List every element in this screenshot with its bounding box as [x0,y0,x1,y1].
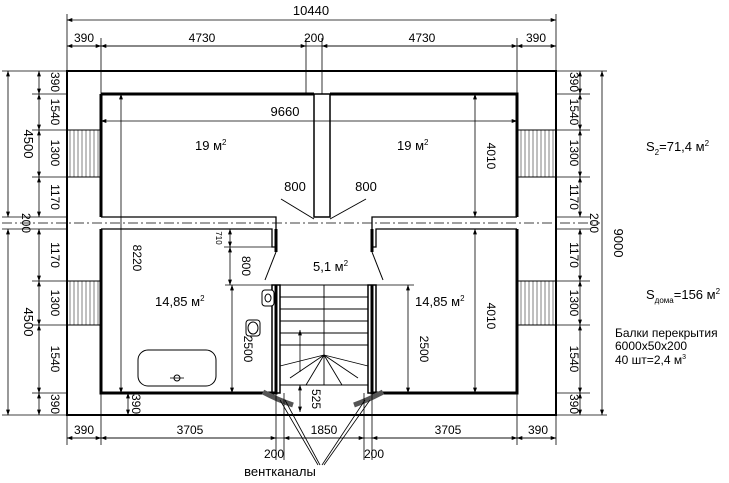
dim-inner-800: 800 [239,256,253,276]
dim-right-1170-bot: 1170 [567,242,581,268]
dim-right-1170-top: 1170 [567,184,581,210]
interior-partition-right [371,216,517,248]
note-s2: S2=71,4 м2 [646,139,710,157]
dim-left-1300-top: 1300 [48,140,62,167]
dim-left-total-top: 4500 [21,130,36,159]
windows [66,129,557,326]
bathroom-fixtures [137,289,275,387]
dim-inner-525: 525 [309,389,323,409]
dim-bot-right-margin: 390 [528,423,548,437]
dim-right-390-bot: 390 [567,394,581,414]
dim-left-1540-bot: 1540 [48,346,62,373]
dim-left-1540-top: 1540 [48,99,62,126]
vent-arcs [261,389,385,408]
dim-right-1540-top: 1540 [567,99,581,126]
stairs [279,284,369,386]
dim-inner-710: 710 [214,231,223,245]
dim-bot-left-room: 3705 [177,423,204,437]
dim-top-right-room: 4730 [409,31,436,45]
outer-boundary [66,70,557,416]
door-swings [264,198,384,281]
dim-top-total: 10440 [293,3,329,18]
dim-right-1300-bot: 1300 [567,290,581,317]
dim-inner-2500-left: 2500 [241,336,255,363]
dim-bot-mid: 1850 [311,423,338,437]
dim-inner-width: 9660 [271,104,300,119]
area-room-top-right: 19 м2 [397,138,429,153]
dim-top-left-margin: 390 [74,31,94,45]
note-beams-title: Балки перекрытия [615,326,718,340]
dim-inner-4010-bot: 4010 [484,303,498,330]
dim-left-1170-bot: 1170 [48,242,62,268]
dim-right-wall: 200 [587,213,601,233]
vent-column [313,93,331,218]
area-room-bottom-right: 14,85 м2 [415,294,465,309]
interior-partition-left [101,216,277,248]
note-beams-count: 40 шт=2,4 м3 [615,353,686,367]
dim-left-390-top: 390 [48,72,62,92]
note-vent-label: вентканалы [244,464,316,479]
dim-top-mid: 200 [304,31,324,45]
dim-right-1540-bot: 1540 [567,346,581,373]
dim-inner-4010-top: 4010 [484,143,498,170]
note-s-house: Sдома=156 м2 [646,287,721,305]
dim-inner-2500-right: 2500 [417,336,431,363]
area-room-bottom-left: 14,85 м2 [155,294,205,309]
area-hall: 5,1 м2 [313,259,349,274]
dim-left-1170-top: 1170 [48,184,62,210]
dim-left-wall: 200 [19,213,33,233]
dim-left-390-bot: 390 [48,394,62,414]
dim-inner-390: 390 [129,394,143,414]
dim-left-total-bot: 4500 [21,308,36,337]
dim-right-390-top: 390 [567,72,581,92]
area-room-top-left: 19 м2 [195,138,227,153]
sink [261,289,275,307]
dim-top-right-margin: 390 [526,31,546,45]
note-beams-size: 6000х50х200 [615,339,687,353]
bathtub [137,349,217,387]
dim-bot-left-margin: 390 [74,423,94,437]
dim-right-1300-top: 1300 [567,140,581,167]
vent-leaders [279,399,371,466]
dim-left-1300-bot: 1300 [48,290,62,317]
dim-right-total: 9000 [611,229,626,258]
dim-bot-right-room: 3705 [435,423,462,437]
exterior-wall-outline [99,92,519,395]
dim-bot-right-wall: 200 [364,447,384,461]
dim-top-left-room: 4730 [189,31,216,45]
dim-bot-left-wall: 200 [264,447,284,461]
dimension-lines [2,14,607,460]
dim-inner-8220: 8220 [130,245,144,272]
door-800-right: 800 [355,179,377,194]
window-hatching [69,130,554,325]
door-800-left: 800 [284,179,306,194]
